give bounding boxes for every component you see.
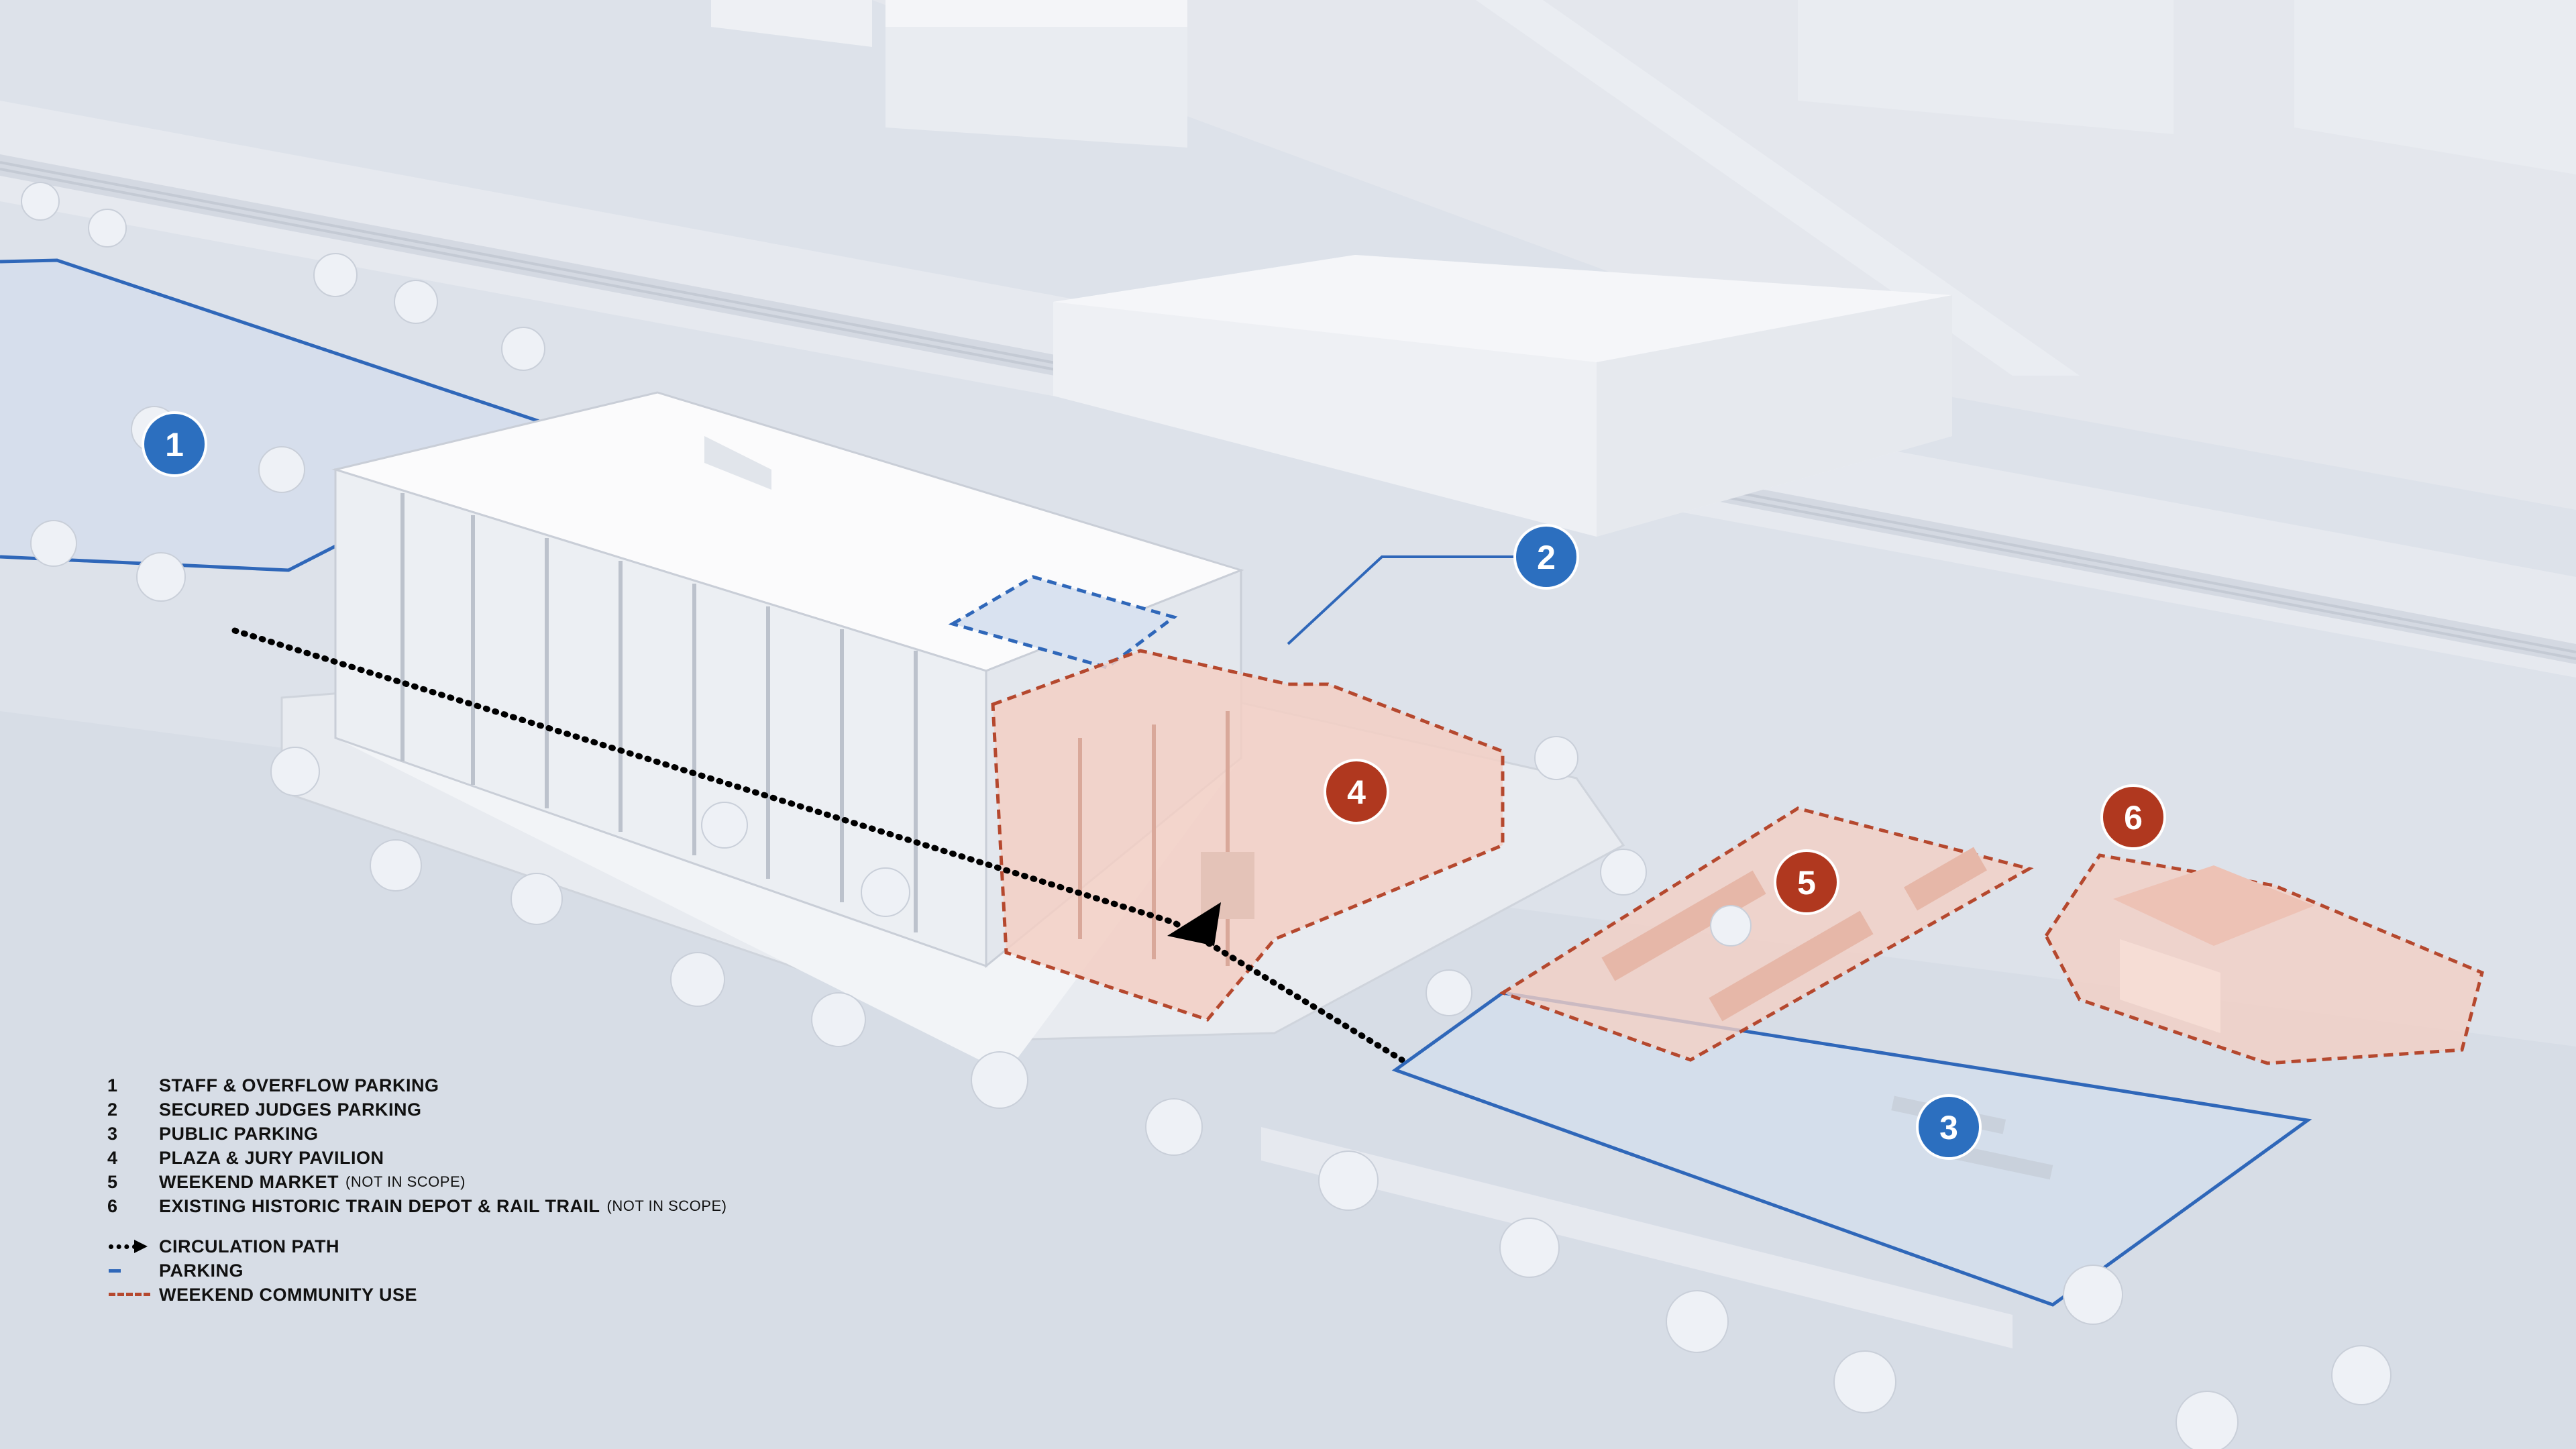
marker-5: 5 xyxy=(1774,849,1839,915)
zone-judges-parking xyxy=(948,575,1178,669)
zone-plaza-pavilion xyxy=(991,649,1505,1022)
background-building xyxy=(1798,0,2174,134)
community-use-symbol xyxy=(107,1283,159,1307)
legend-item-number: 6 xyxy=(107,1195,118,1216)
legend-item-number: 5 xyxy=(107,1171,118,1192)
legend-item-label: PUBLIC PARKING xyxy=(159,1123,319,1144)
background-building xyxy=(711,0,1187,148)
legend-symbol-row: CIRCULATION PATH xyxy=(107,1234,979,1258)
legend-item-number: 1 xyxy=(107,1075,118,1095)
legend: 1 STAFF & OVERFLOW PARKING 2 SECURED JUD… xyxy=(107,1073,979,1307)
legend-item-number: 2 xyxy=(107,1099,118,1120)
legend-item: 1 STAFF & OVERFLOW PARKING xyxy=(107,1073,979,1097)
legend-item-label: STAFF & OVERFLOW PARKING xyxy=(159,1075,439,1095)
circulation-path-symbol xyxy=(107,1234,159,1258)
callout-line-2 xyxy=(1287,555,1543,645)
lower-road xyxy=(1261,1127,2012,1348)
legend-symbol-label: PARKING xyxy=(159,1260,244,1281)
legend-item: 6 EXISTING HISTORIC TRAIN DEPOT & RAIL T… xyxy=(107,1194,979,1218)
zone-train-depot xyxy=(2044,853,2484,1065)
legend-symbol-row: WEEKEND COMMUNITY USE xyxy=(107,1283,979,1307)
background-building xyxy=(2294,0,2576,174)
circulation-path xyxy=(231,627,1405,1063)
marker-2: 2 xyxy=(1513,524,1579,590)
trees xyxy=(21,182,2392,1449)
legend-item-number: 4 xyxy=(107,1147,118,1168)
legend-item-label: SECURED JUDGES PARKING xyxy=(159,1099,422,1120)
legend-symbol-label: WEEKEND COMMUNITY USE xyxy=(159,1284,418,1305)
legend-item-label: PLAZA & JURY PAVILION xyxy=(159,1147,384,1168)
svg-text:6: 6 xyxy=(2124,799,2143,837)
side-road xyxy=(1476,0,2080,376)
legend-symbol-row: PARKING xyxy=(107,1258,979,1283)
legend-item: 3 PUBLIC PARKING xyxy=(107,1122,979,1146)
svg-text:4: 4 xyxy=(1347,773,1366,811)
legend-item-label: WEEKEND MARKET xyxy=(159,1171,339,1192)
legend-item-label: EXISTING HISTORIC TRAIN DEPOT & RAIL TRA… xyxy=(159,1195,600,1216)
legend-item-number: 3 xyxy=(107,1123,118,1144)
marker-3: 3 xyxy=(1916,1094,1982,1160)
background-building xyxy=(1053,255,1952,537)
legend-symbol-label: CIRCULATION PATH xyxy=(159,1236,339,1256)
legend-item: 4 PLAZA & JURY PAVILION xyxy=(107,1146,979,1170)
marker-6: 6 xyxy=(2100,784,2166,850)
legend-item-note: (NOT IN SCOPE) xyxy=(345,1173,466,1190)
marker-4: 4 xyxy=(1324,759,1389,824)
svg-text:5: 5 xyxy=(1797,864,1816,902)
svg-text:2: 2 xyxy=(1537,539,1556,576)
svg-text:3: 3 xyxy=(1939,1109,1958,1146)
legend-item-note: (NOT IN SCOPE) xyxy=(606,1197,727,1214)
legend-item: 2 SECURED JUDGES PARKING xyxy=(107,1097,979,1122)
marker-1: 1 xyxy=(142,411,207,477)
svg-text:1: 1 xyxy=(165,426,184,464)
parking-symbol xyxy=(107,1258,159,1283)
legend-item: 5 WEEKEND MARKET (NOT IN SCOPE) xyxy=(107,1170,979,1194)
zone-weekend-market xyxy=(1499,806,2034,1062)
